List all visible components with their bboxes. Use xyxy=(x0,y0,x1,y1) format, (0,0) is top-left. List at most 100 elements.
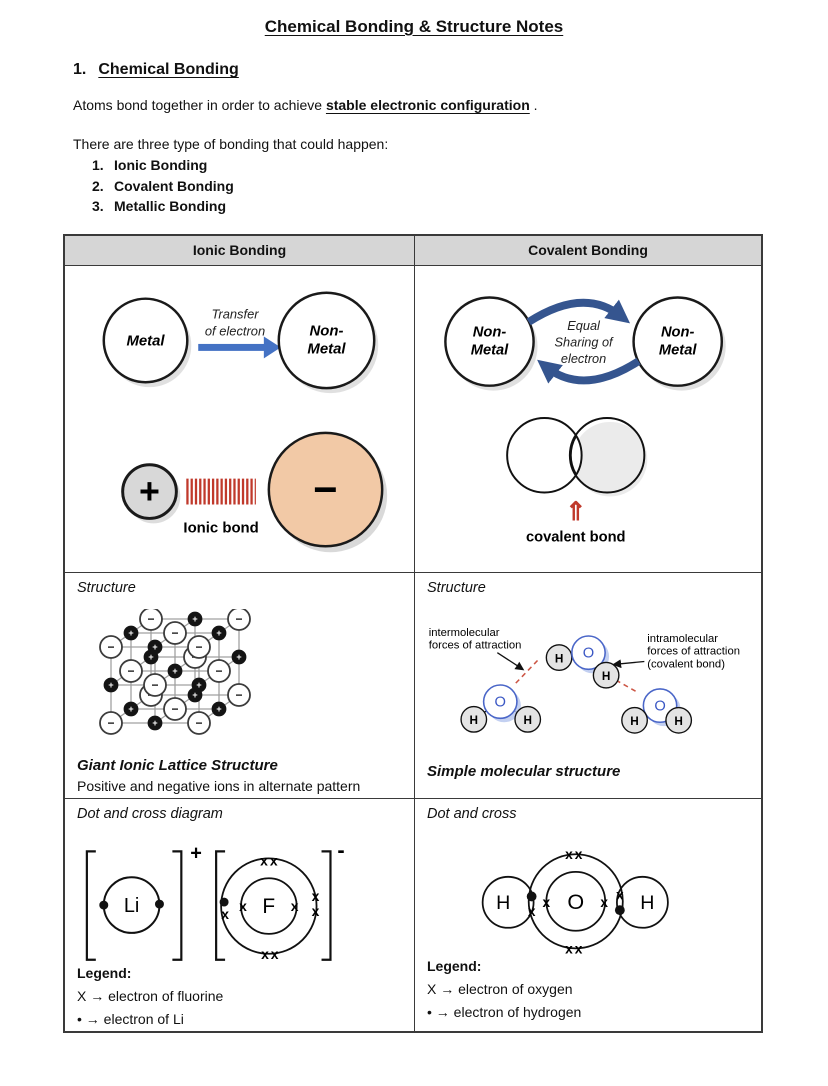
hydrogen-atom xyxy=(592,661,620,689)
lattice-cation-symbol: + xyxy=(192,690,197,700)
nonmetal-left-line2: Metal xyxy=(471,342,509,358)
oxygen-label: O xyxy=(495,695,506,711)
overlap-circle-left xyxy=(506,417,583,494)
hydrogen-label: H xyxy=(470,714,479,727)
lattice-cation-symbol: + xyxy=(128,704,133,714)
lattice-cation-symbol: + xyxy=(236,652,241,662)
hydrogen-label: H xyxy=(674,715,683,728)
o-outer-shell xyxy=(527,853,624,950)
legend-cross-line: X → electron of oxygen xyxy=(427,981,573,997)
covalent-dot-cross-cell: Dot and cross O H H xx xx x x x x Legend… xyxy=(415,799,761,1031)
bracket-left xyxy=(85,850,96,961)
ionic-legend: Legend: X → electron of fluorine • → ele… xyxy=(77,965,223,1027)
lattice-cation-symbol: + xyxy=(108,680,113,690)
lattice-anion xyxy=(143,673,167,697)
bracket-left xyxy=(215,850,226,961)
intro-pre: Atoms bond together in order to achieve xyxy=(73,97,326,113)
page-title-text: Chemical Bonding & Structure Notes xyxy=(264,17,564,36)
lattice-anion-symbol: − xyxy=(127,664,134,678)
lattice-anion xyxy=(163,621,187,645)
intermolecular-dash-right xyxy=(615,679,639,694)
lattice-cation-symbol: + xyxy=(152,642,157,652)
sharing-label-line3: electron xyxy=(561,351,606,366)
lattice-cation-symbol: + xyxy=(216,704,221,714)
covalent-structure-cell: Structure H O H xyxy=(415,573,761,799)
lattice-cation-symbol: + xyxy=(172,666,177,676)
transfer-arrow-head xyxy=(263,336,281,359)
lattice-cation xyxy=(231,649,247,665)
electron-cross: x xyxy=(221,906,229,922)
lattice-anion xyxy=(139,609,163,631)
list-item-label: Metallic Bonding xyxy=(114,198,226,214)
electron-dot xyxy=(99,900,109,910)
legend-title: Legend: xyxy=(77,965,132,981)
covalent-structure-caption: Simple molecular structure xyxy=(427,763,620,780)
oxygen-atom xyxy=(571,635,606,671)
lattice-anion-symbol: − xyxy=(147,612,154,626)
covalent-mechanism-cell: Non- Metal Non- Metal Equal Sharing of e… xyxy=(415,266,761,573)
h-symbol: H xyxy=(640,892,654,914)
simple-molecular-structure-diagram: H O H O H H O xyxy=(429,627,740,734)
bracket-right xyxy=(172,850,183,961)
h-symbol: H xyxy=(496,892,510,914)
lattice-anion xyxy=(187,711,211,735)
sharing-label-line2: Sharing of xyxy=(555,334,615,349)
lattice-anion-symbol: − xyxy=(235,688,242,702)
electron-cross: x xyxy=(312,903,320,919)
electron-cross-pair: xx xyxy=(260,852,279,868)
intro-post: . xyxy=(529,97,538,113)
intermolecular-dash-left xyxy=(513,659,539,686)
covalent-bond-label: covalent bond xyxy=(526,530,626,546)
list-item-number: 1. xyxy=(92,157,104,173)
giant-ionic-lattice-diagram: −+−+−+−+−+−+−+−+−+−+−+−+−+− xyxy=(99,609,251,735)
h-shell-right xyxy=(616,875,669,929)
list-item-number: 3. xyxy=(92,198,104,214)
lattice-anion-symbol: − xyxy=(215,664,222,678)
list-item-label: Covalent Bonding xyxy=(114,177,234,194)
nonmetal-right-line2: Metal xyxy=(659,342,697,358)
lattice-cation xyxy=(123,625,139,641)
lattice-cation-symbol: + xyxy=(128,628,133,638)
dot-cross-heading: Dot and cross xyxy=(427,806,517,822)
page-title: Chemical Bonding & Structure Notes xyxy=(0,17,828,37)
lattice-anion xyxy=(187,635,211,659)
lattice-anion-symbol: − xyxy=(151,678,158,692)
intermolecular-label-line2: forces of attraction xyxy=(429,640,522,652)
electron-cross-pair: xx xyxy=(565,847,584,862)
transfer-arrow-shaft xyxy=(198,343,265,351)
lattice-cation xyxy=(167,663,183,679)
lattice-cation xyxy=(103,677,119,693)
lattice-cation xyxy=(211,625,227,641)
bonding-comparison-table: Ionic Bonding Covalent Bonding Metal Tra… xyxy=(63,234,763,1033)
hydrogen-atom xyxy=(514,705,542,733)
lattice-anion xyxy=(119,659,143,683)
electron-cross: x xyxy=(543,895,551,910)
electron-dot xyxy=(219,897,229,907)
covalent-bond-arrow: ⇑ xyxy=(565,498,586,526)
lattice-cation-symbol: + xyxy=(216,628,221,638)
nonmetal-label-line2: Metal xyxy=(307,341,346,357)
electron-cross: x xyxy=(291,898,299,914)
electron-cross-pair: xx xyxy=(261,946,280,962)
intermolecular-pointer-arrow xyxy=(496,652,525,671)
intro-paragraph: Atoms bond together in order to achieve … xyxy=(73,97,538,113)
lattice-anion xyxy=(207,659,231,683)
ionic-structure-caption: Giant Ionic Lattice Structure Positive a… xyxy=(77,757,360,794)
sharing-arrow-top xyxy=(526,298,631,326)
list-item: 1. Ionic Bonding xyxy=(92,155,234,176)
nonmetal-right-circle xyxy=(632,296,724,387)
legend-dot-line: • → electron of hydrogen xyxy=(427,1004,582,1020)
overlap-lens-edge xyxy=(569,436,577,475)
cation-circle xyxy=(121,463,178,520)
cation-plus-symbol: + xyxy=(139,472,160,512)
list-item-label: Ionic Bonding xyxy=(114,157,208,173)
column-header-ionic: Ionic Bonding xyxy=(65,236,415,266)
electron-cross: x xyxy=(312,888,320,904)
oxygen-label: O xyxy=(654,699,665,715)
f-inner-shell xyxy=(240,877,298,935)
legend-cross-line: X → electron of fluorine xyxy=(77,988,224,1004)
lattice-anion-symbol: − xyxy=(171,702,178,716)
covalent-sharing-diagram: Non- Metal Non- Metal Equal Sharing of e… xyxy=(444,296,726,546)
f-charge: - xyxy=(337,837,344,862)
